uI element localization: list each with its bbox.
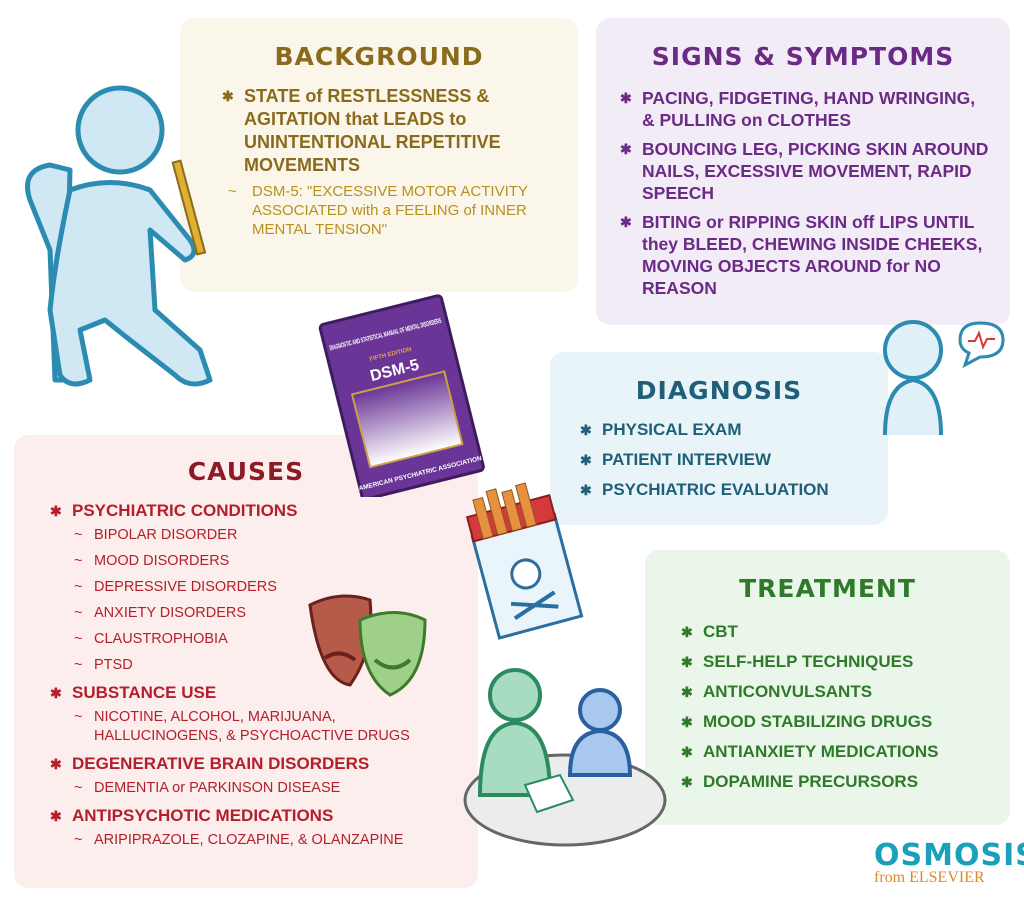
cause-group: SUBSTANCE USE — [50, 682, 468, 704]
cause-group: ANTIPSYCHOTIC MEDICATIONS — [50, 805, 468, 827]
diagnosis-title: DIAGNOSIS — [635, 376, 803, 405]
background-sub: DSM-5: "EXCESSIVE MOTOR ACTIVITY ASSOCIA… — [222, 182, 558, 239]
treatment-item: DOPAMINE PRECURSORS — [681, 771, 1000, 793]
treatment-item: SELF-HELP TECHNIQUES — [681, 651, 1000, 673]
cause-group: PSYCHIATRIC CONDITIONS — [50, 500, 468, 522]
cause-sub: CLAUSTROPHOBIA — [50, 630, 468, 649]
cause-group: DEGENERATIVE BRAIN DISORDERS — [50, 753, 468, 775]
cause-sub: ARIPIPRAZOLE, CLOZAPINE, & OLANZAPINE — [50, 831, 468, 850]
dsm5-book-illustration: DIAGNOSTIC AND STATISTICAL MANUAL OF MEN… — [318, 294, 485, 497]
treatment-item: MOOD STABILIZING DRUGS — [681, 711, 1000, 733]
cause-sub: PTSD — [50, 656, 468, 675]
signs-panel: SIGNS & SYMPTOMS PACING, FIDGETING, HAND… — [596, 18, 1010, 325]
diagnosis-panel: DIAGNOSIS PHYSICAL EXAM PATIENT INTERVIE… — [550, 352, 888, 525]
diagnosis-item: PSYCHIATRIC EVALUATION — [580, 479, 878, 501]
cause-sub: NICOTINE, ALCOHOL, MARIJUANA, HALLUCINOG… — [50, 708, 450, 746]
treatment-title: TREATMENT — [739, 574, 916, 603]
background-panel: BACKGROUND STATE of RESTLESSNESS & AGITA… — [180, 18, 578, 292]
causes-title: CAUSES — [187, 457, 305, 486]
signs-item: BOUNCING LEG, PICKING SKIN AROUND NAILS,… — [620, 138, 990, 204]
theater-masks-illustration — [308, 594, 427, 697]
diagnosis-item: PHYSICAL EXAM — [580, 419, 878, 441]
diagnosis-item: PATIENT INTERVIEW — [580, 449, 878, 471]
cause-sub: DEMENTIA or PARKINSON DISEASE — [50, 779, 468, 798]
anxious-person-illustration — [883, 320, 1005, 436]
treatment-item: ANTIANXIETY MEDICATIONS — [681, 741, 1000, 763]
treatment-panel: TREATMENT CBT SELF-HELP TECHNIQUES ANTIC… — [645, 550, 1010, 825]
cause-sub: ANXIETY DISORDERS — [50, 604, 468, 623]
therapy-session-illustration — [463, 668, 667, 847]
cigarette-pack-illustration — [465, 482, 584, 640]
cause-sub: BIPOLAR DISORDER — [50, 526, 468, 545]
background-title: BACKGROUND — [274, 42, 484, 71]
restless-person-illustration — [25, 85, 213, 387]
signs-item: PACING, FIDGETING, HAND WRINGING, & PULL… — [620, 87, 990, 131]
treatment-item: CBT — [681, 621, 1000, 643]
background-bullet: STATE of RESTLESSNESS & AGITATION that L… — [222, 85, 558, 177]
skull-icon — [510, 558, 542, 590]
signs-title: SIGNS & SYMPTOMS — [651, 42, 955, 71]
signs-item: BITING or RIPPING SKIN off LIPS UNTIL th… — [620, 211, 990, 299]
treatment-item: ANTICONVULSANTS — [681, 681, 1000, 703]
causes-panel: CAUSES PSYCHIATRIC CONDITIONS BIPOLAR DI… — [14, 435, 478, 888]
cause-sub: MOOD DISORDERS — [50, 552, 468, 571]
cause-sub: DEPRESSIVE DISORDERS — [50, 578, 468, 597]
